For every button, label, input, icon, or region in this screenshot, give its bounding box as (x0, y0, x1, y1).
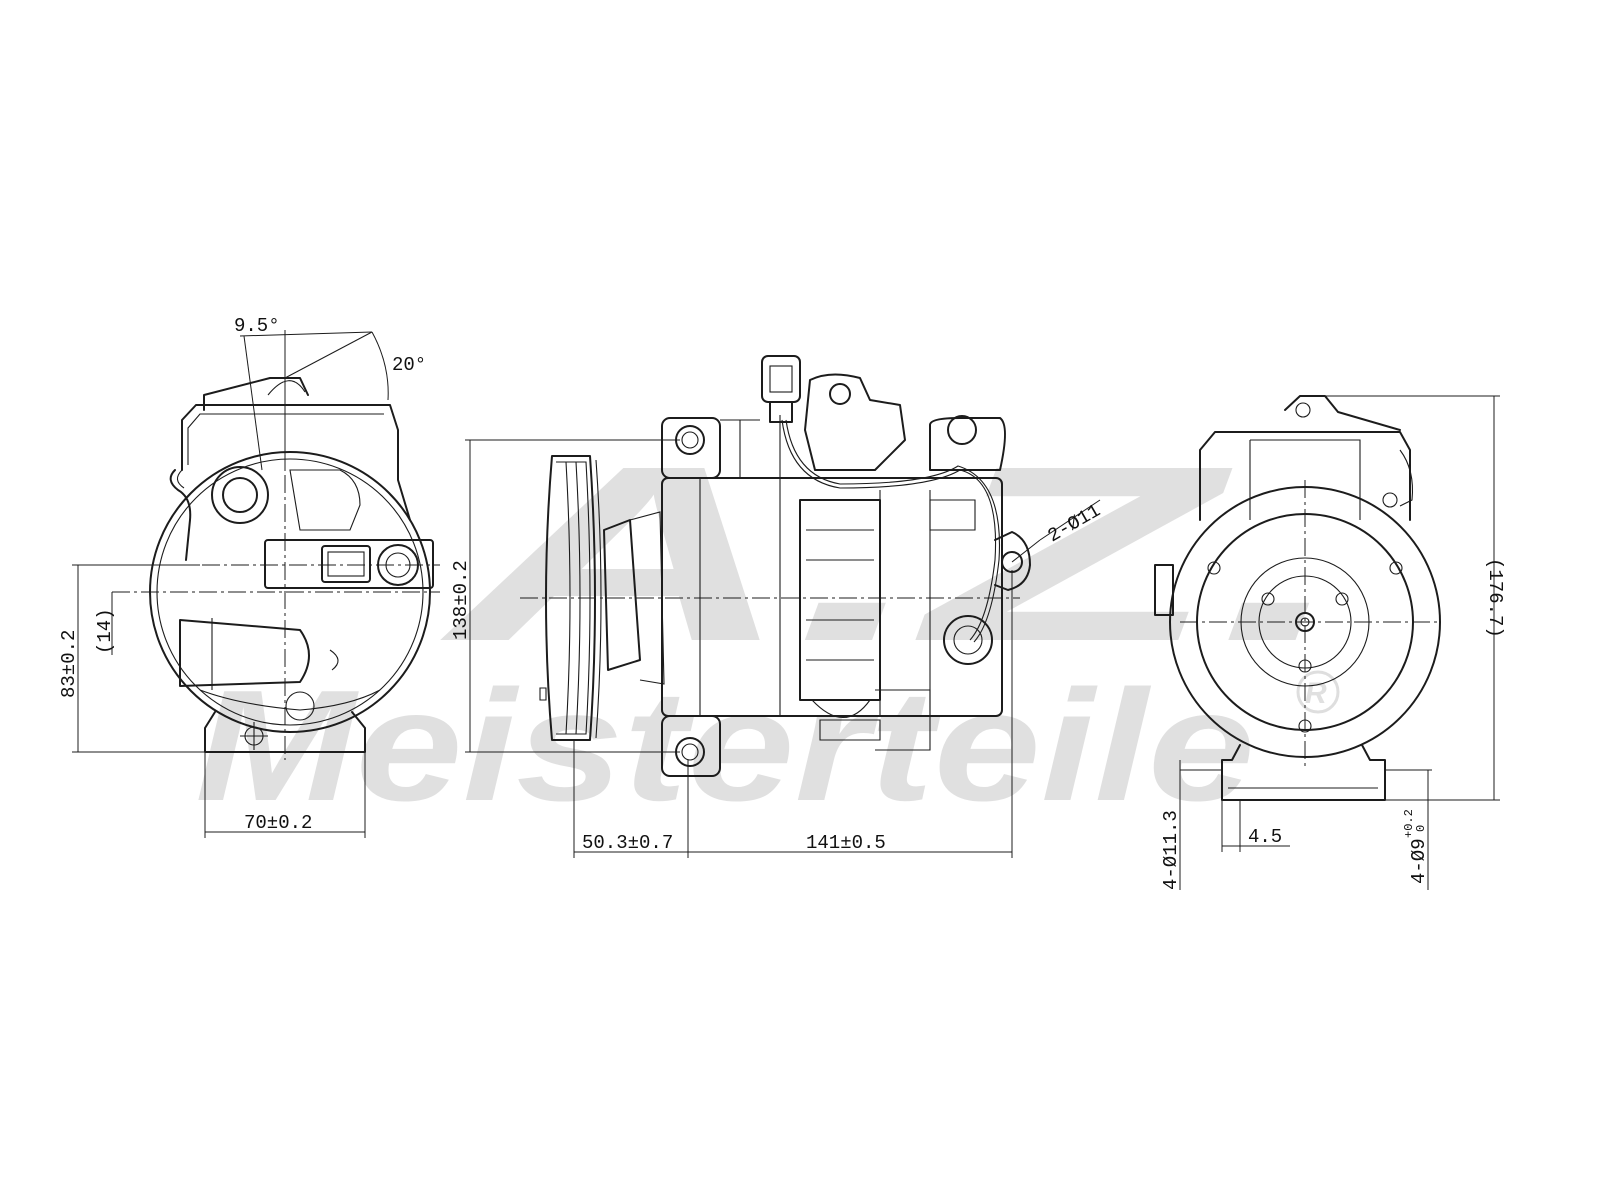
dim-spacing-4-5: 4.5 (1248, 826, 1282, 848)
dim-hole-4x11-3: 4-Ø11.3 (1160, 810, 1182, 890)
dim-hole-4x9-tol-upper: +0.2 (1402, 809, 1416, 838)
dim-angle-9-5: 9.5° (234, 315, 280, 337)
dim-length-141: 141±0.5 (806, 832, 886, 854)
dim-overall-height: (176.7) (1484, 558, 1506, 638)
watermark-brand-text: Meisterteile (195, 658, 1255, 834)
dim-height-83: 83±0.2 (58, 630, 80, 698)
svg-text:R: R (1305, 677, 1327, 710)
dim-height-138: 138±0.2 (450, 560, 472, 640)
rear-end-view: (176.7) 4-Ø11.3 4.5 4-Ø9 +0.2 0 (1154, 395, 1506, 890)
dim-width-70: 70±0.2 (244, 812, 312, 834)
dim-hole-4x9-tol-lower: 0 (1414, 825, 1428, 832)
dim-angle-20: 20° (392, 354, 426, 376)
dim-offset-14: (14) (94, 608, 116, 654)
dim-pulley-offset: 50.3±0.7 (582, 832, 673, 854)
left-end-view: 9.5° 20° 83±0.2 (14) 70±0.2 (58, 315, 440, 838)
dim-hole-4x9: 4-Ø9 (1408, 838, 1430, 884)
